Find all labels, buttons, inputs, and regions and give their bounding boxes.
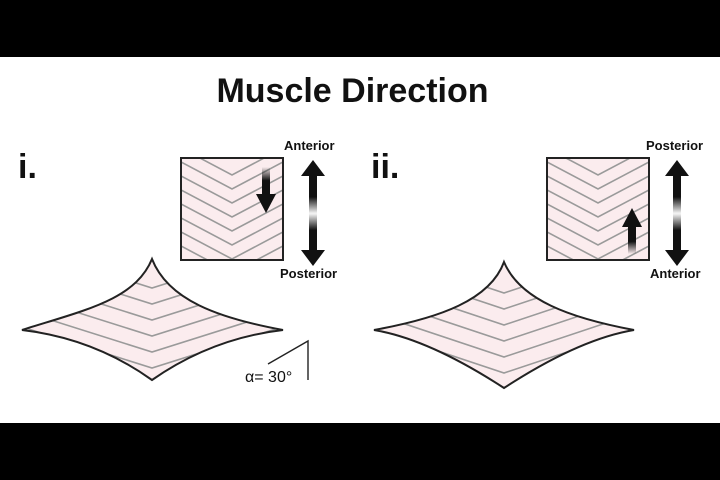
contraction-arrow-down (256, 167, 276, 213)
fiber-detail-square-i (180, 157, 284, 261)
contraction-arrow-up (622, 208, 642, 254)
muscle-fan-ii (373, 259, 635, 390)
anterior-posterior-axis-arrow-i (301, 160, 325, 266)
panel-ii-label: ii. (371, 148, 400, 186)
anterior-posterior-axis-arrow-ii (665, 160, 689, 266)
bottom-letterbox-bar (0, 423, 720, 480)
fiber-detail-square-ii (546, 157, 650, 261)
panel-i-top-direction-label: Anterior (284, 138, 335, 153)
pennation-angle-label: α= 30° (245, 369, 293, 386)
diagram-title: Muscle Direction (216, 72, 489, 110)
pennation-angle-marker (267, 339, 309, 380)
panel-ii-bottom-direction-label: Anterior (650, 266, 701, 281)
panel-i-label: i. (18, 148, 37, 186)
panel-i-bottom-direction-label: Posterior (280, 266, 338, 281)
panel-ii-top-direction-label: Posterior (646, 138, 704, 153)
top-letterbox-bar (0, 0, 720, 57)
